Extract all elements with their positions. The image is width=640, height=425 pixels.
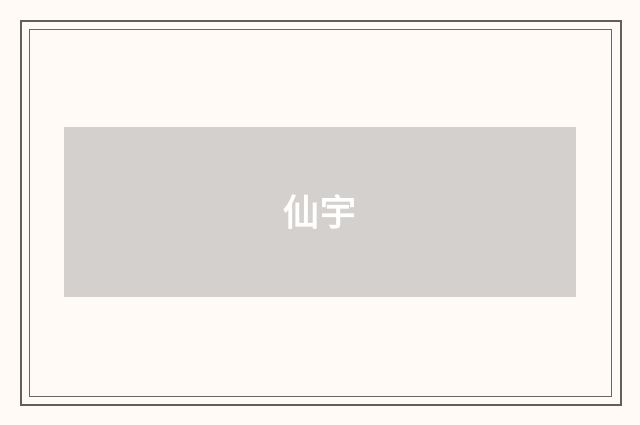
outer-frame-border bbox=[20, 20, 622, 406]
placeholder-title: 仙宇 bbox=[282, 193, 357, 234]
image-placeholder: 仙宇 bbox=[64, 127, 576, 297]
inner-frame-border bbox=[29, 29, 612, 397]
